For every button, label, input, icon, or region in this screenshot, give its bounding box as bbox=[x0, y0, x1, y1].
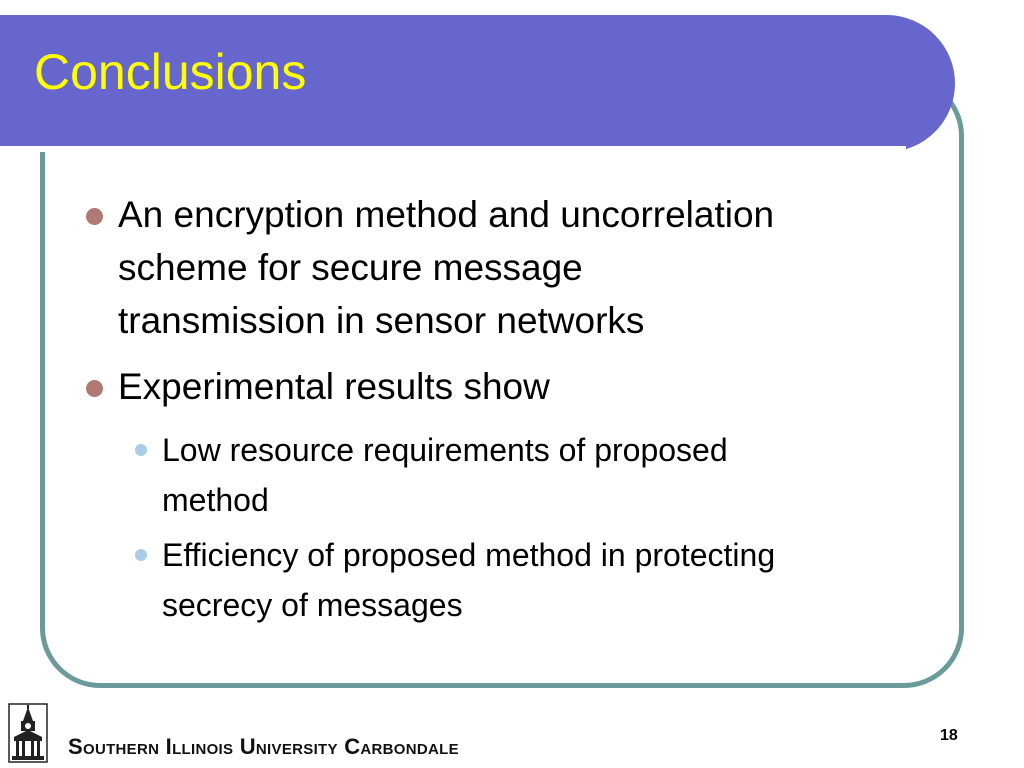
bullet-line: transmission in sensor networks bbox=[118, 300, 645, 341]
title-underline bbox=[0, 146, 906, 152]
sub-bullet-line: secrecy of messages bbox=[162, 587, 463, 623]
institution-name: Southern Illinois University Carbondale bbox=[68, 734, 459, 759]
sub-bullet-line: Efficiency of proposed method in protect… bbox=[162, 537, 776, 573]
bullet-line: An encryption method and uncorrelation bbox=[118, 194, 775, 235]
page-number: 18 bbox=[940, 727, 958, 744]
bullet-line: Experimental results show bbox=[118, 366, 550, 407]
title-bar bbox=[0, 15, 955, 152]
content-frame bbox=[40, 76, 964, 688]
sub-bullet-dot-icon bbox=[135, 549, 147, 561]
sub-bullet-line: method bbox=[162, 482, 269, 518]
bullet-line: scheme for secure message bbox=[118, 247, 583, 288]
sub-bullet-item: Low resource requirements of proposed me… bbox=[135, 425, 728, 525]
sub-bullet-line: Low resource requirements of proposed bbox=[162, 432, 728, 468]
sub-bullet-item: Efficiency of proposed method in protect… bbox=[135, 530, 776, 630]
bullet-item: Experimental results show bbox=[86, 360, 550, 413]
clock-tower-icon bbox=[8, 703, 48, 763]
bullet-item: An encryption method and uncorrelation s… bbox=[86, 188, 775, 347]
slide-title: Conclusions bbox=[34, 44, 307, 100]
bullet-dot-icon bbox=[86, 380, 103, 397]
bullet-dot-icon bbox=[86, 208, 103, 225]
sub-bullet-dot-icon bbox=[135, 444, 147, 456]
